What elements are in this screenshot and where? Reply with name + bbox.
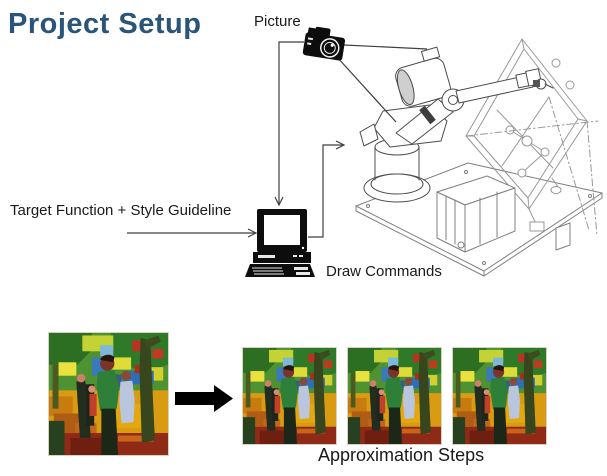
right-arrowhead-1 [247,228,258,238]
right-arrowhead-2 [335,140,346,150]
source-painting [48,332,169,456]
robot-arm-and-easel-line-drawing [355,38,603,277]
desktop-computer-icon [245,209,315,277]
draw-commands-label: Draw Commands [326,263,442,280]
down-arrowhead [274,196,284,207]
camera-icon [302,26,346,61]
picture-label: Picture [254,13,301,30]
approximation-step-2 [347,347,442,445]
approximation-steps-label: Approximation Steps [318,445,485,465]
target-function-label: Target Function + Style Guideline [10,202,232,219]
page-title: Project Setup [8,8,202,40]
connectors [127,41,428,238]
process-arrow [175,385,233,412]
camera-to-easel-line [343,44,428,50]
computer-to-robot-connector [308,144,343,238]
approximation-step-3 [452,347,547,445]
approximation-step-1 [242,347,337,445]
camera-to-computer-connector [278,41,304,204]
camera-to-robot-line [336,56,397,123]
